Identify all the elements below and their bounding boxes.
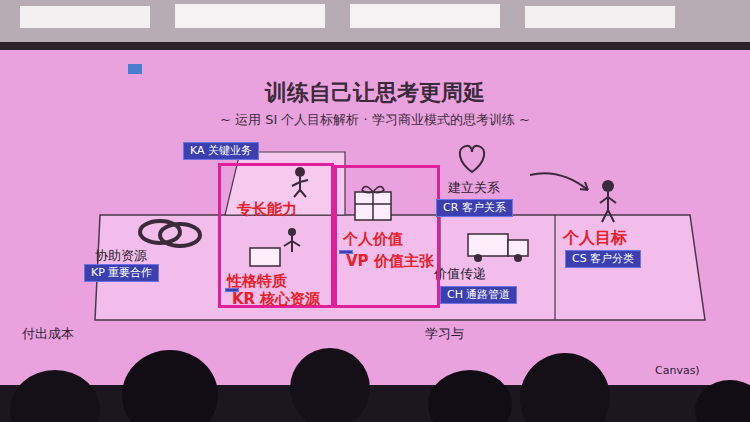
gift-icon: [355, 186, 391, 220]
label-box: CS 客户分类: [565, 250, 641, 268]
audience-head: [695, 380, 750, 422]
audience-head: [428, 370, 512, 422]
audience-head: [520, 353, 610, 422]
section-label: 学习与: [425, 326, 464, 342]
box-text: KA 关键业务: [190, 144, 252, 158]
label-box: CH 通路管道: [440, 286, 517, 304]
truck-icon: [468, 234, 508, 256]
sketch-arrow: [530, 173, 588, 190]
subtitle: ~ 运用 SI 个人目标解析 · 学习商业模式的思考训练 ~: [220, 112, 530, 128]
slide-title: 训练自己让思考更周延: [265, 80, 485, 106]
box-text: KR 核心资源: [232, 290, 320, 308]
label-box: KP 重要合作: [84, 264, 159, 282]
box-text: KP 重要合作: [91, 266, 152, 280]
box-text: CR 客户关系: [443, 201, 506, 215]
highlight-label: 个人目标: [563, 228, 627, 247]
canvas-board: [95, 215, 705, 320]
audience-head: [122, 350, 218, 422]
audience-head: [10, 370, 100, 422]
highlight-text: 个人价值: [343, 230, 403, 248]
footer-note: Canvas): [655, 364, 700, 377]
box-text: CH 通路管道: [447, 288, 510, 302]
highlight-frame: 个人价值 VP 价值主张: [334, 165, 440, 308]
audience-floor: [0, 385, 750, 422]
person-figure: [600, 192, 616, 222]
heart-icon: [460, 146, 485, 172]
person-figure: [295, 167, 305, 177]
label-box: KA 关键业务: [183, 142, 259, 160]
label-box: KR 核心资源: [225, 288, 239, 292]
screen-frame: [0, 42, 750, 50]
section-label: 价值传递: [434, 266, 486, 282]
box-text: VP 价值主张: [346, 252, 434, 270]
highlight-text: 专长能力: [237, 200, 297, 218]
person-figure: [602, 180, 614, 192]
box-text: CS 客户分类: [572, 252, 634, 266]
box-icon: [250, 248, 280, 266]
label-box: CR 客户关系: [436, 199, 513, 217]
section-label: 建立关系: [448, 180, 500, 196]
sketch-arrow: [580, 182, 588, 190]
label-box: VP 价值主张: [339, 250, 353, 254]
truck-icon: [508, 240, 528, 256]
screen: [0, 50, 750, 385]
rings-icon: [160, 224, 200, 246]
ceiling-light: [20, 6, 150, 28]
ceiling-light: [525, 6, 675, 28]
person-figure: [284, 236, 300, 252]
section-line: [554, 215, 555, 320]
section-label: 付出成本: [22, 326, 74, 342]
slide-mark: [128, 64, 142, 74]
truck-wheel: [514, 254, 522, 262]
highlight-frame: 专长能力性格特质KR 核心资源: [218, 163, 334, 308]
ceiling-light: [350, 4, 500, 28]
ceiling-light: [175, 4, 325, 28]
section-label: 协助资源: [95, 248, 147, 264]
ceiling: [0, 0, 750, 48]
truck-wheel: [474, 254, 482, 262]
person-figure: [288, 228, 296, 236]
audience-head: [290, 348, 370, 422]
person-figure: [292, 177, 308, 197]
